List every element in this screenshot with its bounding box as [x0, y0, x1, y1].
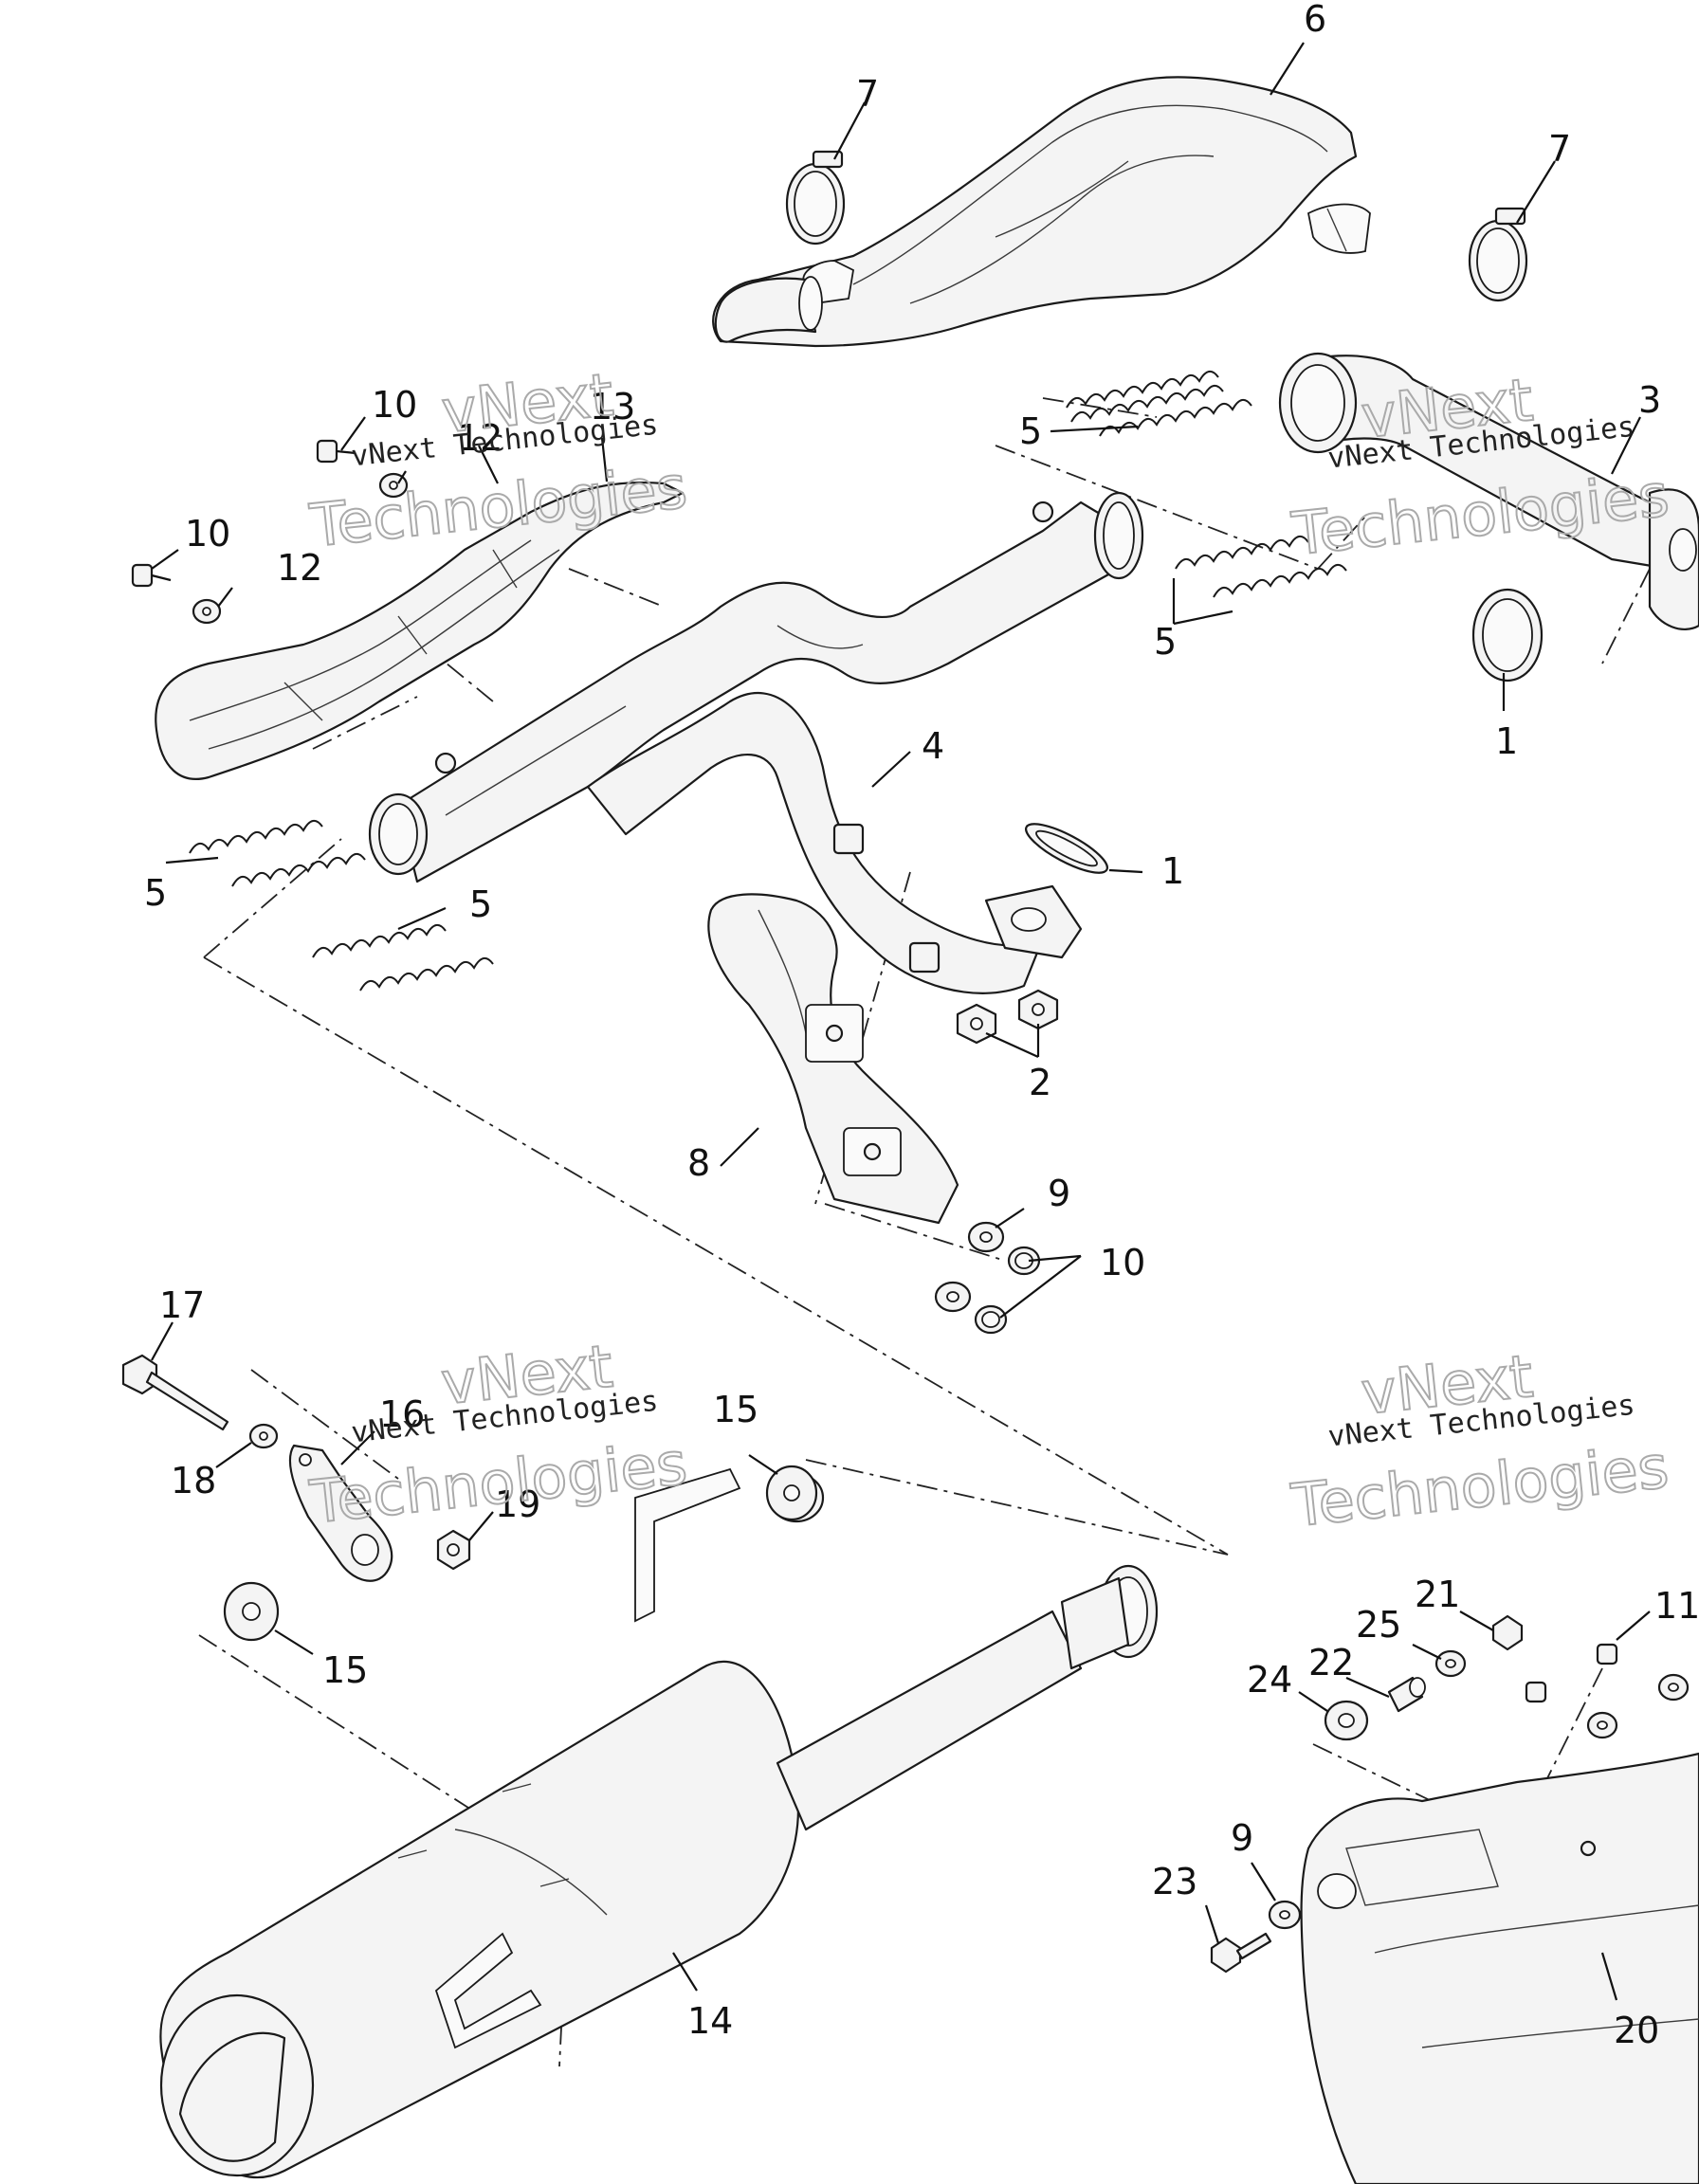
bolt-23[interactable] — [1210, 1932, 1272, 1974]
bolt-17[interactable] — [121, 1354, 229, 1431]
connector-tube[interactable] — [714, 276, 823, 343]
washer-9-lower[interactable] — [934, 1281, 972, 1313]
spring-group-left-upper[interactable] — [189, 820, 366, 887]
callout-17: 17 — [159, 1284, 205, 1326]
callout-12-top: 12 — [457, 417, 502, 459]
callout-7-right: 7 — [1548, 128, 1571, 170]
callout-15-right: 15 — [713, 1389, 758, 1430]
callout-4: 4 — [922, 725, 944, 767]
callout-labels: 6 7 7 3 5 5 5 5 1 1 4 2 8 9 9 10 10 10 1… — [144, 0, 1699, 2051]
bracket-16[interactable] — [288, 1444, 393, 1582]
callout-7-left: 7 — [856, 73, 879, 115]
callout-15-left: 15 — [322, 1649, 368, 1691]
callout-16: 16 — [379, 1393, 425, 1435]
callout-20: 20 — [1614, 2010, 1659, 2051]
watermark-bottom-right: vNext vNext Technologies Technologies — [1287, 1340, 1672, 1541]
bolt-10-top[interactable] — [316, 439, 356, 464]
heat-shield-lower[interactable] — [707, 893, 959, 1225]
spring-group-left-lower[interactable] — [312, 924, 494, 992]
gasket-upper[interactable] — [1471, 588, 1544, 682]
callout-9-lower: 9 — [1231, 1817, 1253, 1859]
nut-19[interactable] — [436, 1529, 471, 1571]
callout-25: 25 — [1356, 1604, 1401, 1646]
washer-25[interactable] — [1434, 1649, 1467, 1678]
grommet-24[interactable] — [1324, 1700, 1369, 1741]
callout-19: 19 — [495, 1483, 540, 1525]
muffler[interactable] — [159, 1467, 1159, 2178]
bolt-21[interactable] — [1491, 1614, 1524, 1651]
spacer-22[interactable] — [1387, 1676, 1426, 1713]
grommet-15-left[interactable] — [223, 1581, 280, 1642]
front-exhaust-pipe[interactable] — [1278, 352, 1699, 630]
washer-9-bottom[interactable] — [1268, 1900, 1302, 1930]
washer-11-upper[interactable] — [1657, 1673, 1690, 1702]
leader-lines — [151, 42, 1651, 2001]
callout-22: 22 — [1308, 1642, 1354, 1684]
washer-11-lower[interactable] — [1586, 1711, 1618, 1739]
bolt-11-upper[interactable] — [1596, 1643, 1618, 1665]
gasket-lower[interactable] — [1020, 815, 1113, 882]
callout-8: 8 — [687, 1142, 710, 1184]
hose-clamp-left[interactable] — [785, 150, 846, 246]
callout-5-top: 5 — [1019, 410, 1042, 452]
callout-24: 24 — [1247, 1659, 1292, 1701]
callout-6: 6 — [1304, 0, 1326, 40]
callout-12-mid: 12 — [277, 547, 322, 589]
heat-shield-left[interactable] — [155, 481, 685, 780]
callout-11: 11 — [1654, 1585, 1699, 1627]
callout-10-top: 10 — [372, 384, 417, 426]
callout-1-upper: 1 — [1495, 720, 1518, 762]
bolt-11-lower[interactable] — [1525, 1681, 1547, 1703]
callout-18: 18 — [171, 1460, 216, 1502]
spring-group-top[interactable] — [1066, 371, 1252, 437]
callout-2: 2 — [1029, 1062, 1051, 1103]
washer-18[interactable] — [248, 1423, 279, 1449]
callout-14: 14 — [687, 2000, 733, 2042]
hose-clamp-right[interactable] — [1468, 207, 1528, 302]
callout-9-upper: 9 — [1048, 1173, 1070, 1214]
callout-5-left-upper: 5 — [144, 872, 167, 914]
callout-21: 21 — [1415, 1574, 1460, 1615]
callout-10-right: 10 — [1100, 1242, 1145, 1283]
washer-9-upper[interactable] — [967, 1221, 1005, 1253]
watermark-top-left: vNext vNext Technologies Technologies — [305, 359, 691, 562]
grommet-15-right[interactable] — [765, 1465, 818, 1521]
nut-10-lower[interactable] — [974, 1304, 1008, 1335]
bolt-10-mid[interactable] — [131, 563, 172, 588]
callout-10-mid: 10 — [185, 513, 230, 555]
callout-13: 13 — [590, 386, 635, 428]
callout-5-right: 5 — [1154, 621, 1177, 663]
nut-a[interactable] — [956, 1003, 997, 1045]
spring-group-right[interactable] — [1175, 536, 1347, 598]
y-pipe[interactable] — [368, 491, 1144, 994]
callout-23: 23 — [1152, 1861, 1197, 1902]
watermark-bottom-left: vNext vNext Technologies Technologies — [305, 1331, 691, 1538]
nut-b[interactable] — [1017, 989, 1059, 1030]
callout-1-lower: 1 — [1161, 850, 1184, 892]
washer-12-mid[interactable] — [192, 598, 222, 625]
heat-shield-muffler[interactable] — [1300, 1752, 1699, 2184]
callout-5-left-lower: 5 — [469, 883, 492, 925]
callout-3: 3 — [1638, 379, 1661, 421]
